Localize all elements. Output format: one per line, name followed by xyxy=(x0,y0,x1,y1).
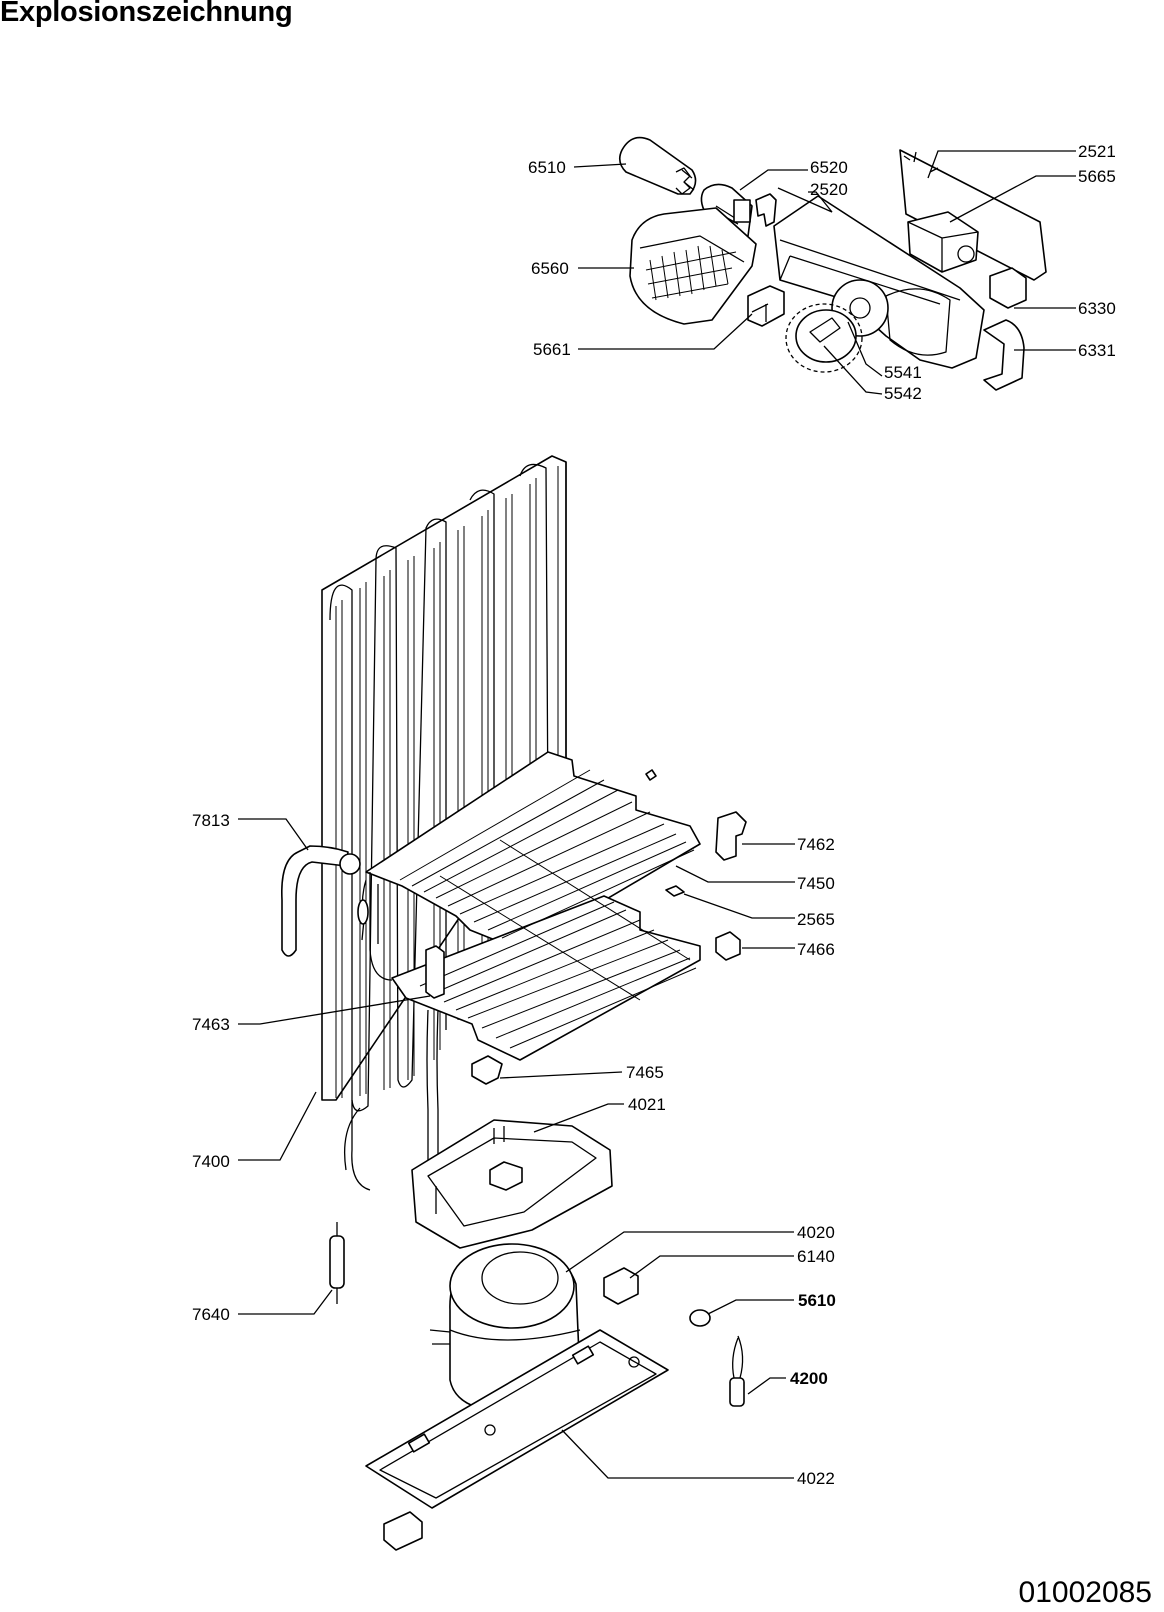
suction-tube xyxy=(281,845,349,957)
label-6330: 6330 xyxy=(1078,299,1116,318)
compressor-pipe xyxy=(426,1009,439,1176)
label-7813: 7813 xyxy=(192,811,230,830)
clip-7465 xyxy=(471,1055,503,1085)
label-4022: 4022 xyxy=(797,1469,835,1488)
page-title: Explosionszeichnung xyxy=(0,0,293,28)
bracket-7462 xyxy=(715,811,747,861)
terminal-block xyxy=(383,1511,423,1551)
document-number: 01002085 xyxy=(1018,1576,1152,1609)
label-7462: 7462 xyxy=(797,835,835,854)
label-4200: 4200 xyxy=(790,1369,828,1388)
label-5542: 5542 xyxy=(884,384,922,403)
drip-tray xyxy=(411,1119,613,1249)
label-7466: 7466 xyxy=(797,940,835,959)
thermostat-dial xyxy=(785,279,889,373)
leader-lines xyxy=(238,150,1076,1479)
label-4020: 4020 xyxy=(797,1223,835,1242)
lamp-socket xyxy=(700,183,753,237)
lamp-cover xyxy=(629,207,757,325)
label-6331: 6331 xyxy=(1078,341,1116,360)
overload-protector xyxy=(689,1309,711,1327)
label-5661: 5661 xyxy=(533,340,571,359)
small-clip-top xyxy=(645,769,657,781)
label-5610: 5610 xyxy=(798,1291,836,1310)
lamp-bulb xyxy=(618,136,697,195)
back-plate xyxy=(899,149,1047,281)
part-labels: 6510 6520 2520 2521 5665 6560 6330 5661 … xyxy=(192,142,1116,1488)
bracket-7466 xyxy=(715,931,741,961)
socket-clip xyxy=(755,193,777,227)
thermostat xyxy=(907,211,979,273)
label-7465: 7465 xyxy=(626,1063,664,1082)
label-7640: 7640 xyxy=(192,1305,230,1324)
label-5541: 5541 xyxy=(884,363,922,382)
tube-grommet xyxy=(339,853,361,875)
control-housing-assembly xyxy=(618,136,1047,391)
label-7463: 7463 xyxy=(192,1015,230,1034)
label-6520: 6520 xyxy=(810,158,848,177)
evaporator xyxy=(365,751,701,1061)
housing-body xyxy=(773,195,985,369)
end-cap xyxy=(983,319,1025,391)
label-7400: 7400 xyxy=(192,1152,230,1171)
label-2520: 2520 xyxy=(810,180,848,199)
label-6510: 6510 xyxy=(528,158,566,177)
label-5665: 5665 xyxy=(1078,167,1116,186)
label-6560: 6560 xyxy=(531,259,569,278)
label-2521: 2521 xyxy=(1078,142,1116,161)
dryer-filter xyxy=(329,1222,345,1304)
label-2565: 2565 xyxy=(797,910,835,929)
mounting-base xyxy=(365,1329,669,1509)
label-7450: 7450 xyxy=(797,874,835,893)
bracket-7463 xyxy=(425,945,445,999)
label-4021: 4021 xyxy=(628,1095,666,1114)
capacitor xyxy=(729,1335,745,1407)
clip-2565 xyxy=(665,885,685,897)
start-relay xyxy=(603,1267,639,1305)
connector xyxy=(989,267,1027,309)
label-6140: 6140 xyxy=(797,1247,835,1266)
